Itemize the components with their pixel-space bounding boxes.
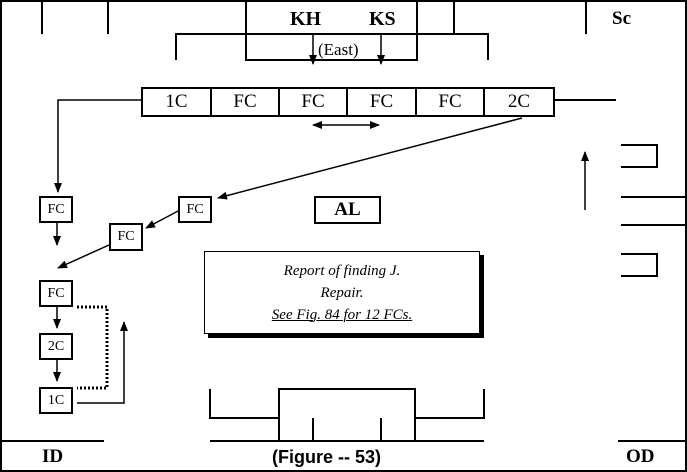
od-bracket-bottom <box>621 253 658 277</box>
al-box: AL <box>314 196 381 224</box>
diagonal-arrow-short <box>57 244 110 269</box>
row-cell-2c: 2C <box>507 91 531 112</box>
row-cell-1c: 1C <box>165 91 188 112</box>
fc-box-mid-low: FC <box>109 223 143 251</box>
diagonal-arrow-long <box>217 117 523 200</box>
east-label: (East) <box>318 40 359 59</box>
od-bracket-top <box>621 144 658 168</box>
figure-caption: (Figure -- 53) <box>272 447 382 467</box>
row-cell-fc: FC <box>369 91 394 112</box>
bottom-housing <box>209 388 485 419</box>
row-cell-fc: FC <box>438 91 462 112</box>
fc-box-left: FC <box>39 196 73 223</box>
report-note: Report of finding J. Repair. See Fig. 84… <box>204 251 480 334</box>
report-note-line-3: See Fig. 84 for 12 FCs. <box>271 306 413 323</box>
ks-label: KS <box>369 8 396 30</box>
diagonal-arrow-mid <box>145 209 181 229</box>
row-cell-fc: FC <box>233 91 257 112</box>
stack-fc-box: FC <box>39 280 73 307</box>
dotted-loop <box>77 305 109 390</box>
sc-label: Sc <box>612 8 631 29</box>
left-path-arrow <box>54 99 142 193</box>
id-label: ID <box>42 446 64 467</box>
kh-ks-housing <box>245 1 418 35</box>
fc-box-mid-high: FC <box>178 196 212 223</box>
stack-1c-box: 1C <box>39 387 73 414</box>
right-shoulder <box>417 33 489 60</box>
report-note-line-1: Report of finding J. <box>283 262 401 279</box>
row-cell-fc: FC <box>301 91 325 112</box>
kh-label: KH <box>290 8 322 30</box>
return-up-arrow <box>77 321 128 404</box>
left-shoulder <box>175 33 246 60</box>
stack-2c-box: 2C <box>39 333 73 360</box>
inner-housing <box>245 34 418 61</box>
report-note-line-2: Repair. <box>320 284 364 301</box>
od-label: OD <box>626 446 655 467</box>
